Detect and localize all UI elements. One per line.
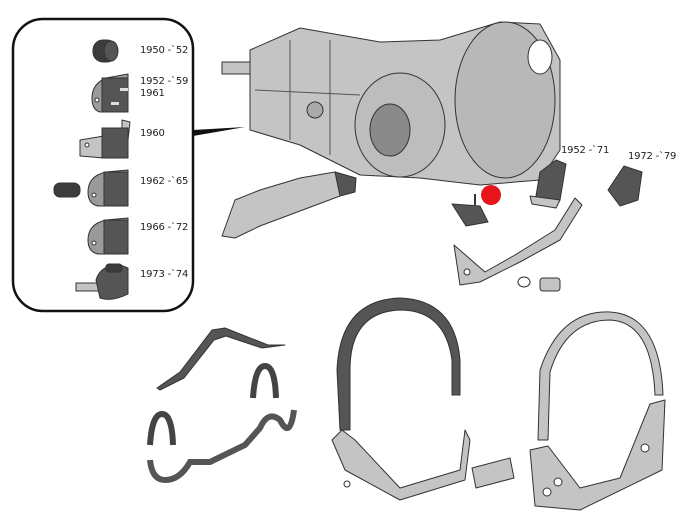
label-1966-72: 1966 -`72 xyxy=(140,222,189,233)
label-1952-59: 1952 -`59 xyxy=(140,76,189,87)
middle-loop-strap xyxy=(331,297,471,501)
inset-frame xyxy=(11,17,195,313)
mount-1960 xyxy=(79,119,131,159)
mount-1950-52 xyxy=(92,39,119,63)
inset-pointer-arrow xyxy=(193,127,245,136)
label-1960: 1960 xyxy=(140,128,165,139)
label-1972-79: 1972 -`79 xyxy=(628,151,677,162)
mount-1973-74 xyxy=(75,263,129,300)
center-mount xyxy=(451,194,489,227)
front-cradle-bracket xyxy=(221,171,357,239)
mount-1952-71 xyxy=(529,159,567,209)
label-1952-71: 1952 -`71 xyxy=(561,145,610,156)
label-1961: 1961 xyxy=(140,88,165,99)
right-loop-strap xyxy=(529,311,666,511)
mount-1962-65 xyxy=(53,169,129,207)
small-bracket-plate xyxy=(471,457,515,489)
transmission-housing xyxy=(221,21,561,186)
mount-1972-79 xyxy=(607,165,643,207)
label-1950-52: 1950 -`52 xyxy=(140,45,189,56)
mount-1966-72 xyxy=(87,217,129,255)
label-1962-65: 1962 -`65 xyxy=(140,176,189,187)
label-1973-74: 1973 -`74 xyxy=(140,269,189,280)
small-straps-set xyxy=(147,327,297,484)
side-support-strap xyxy=(453,197,583,292)
mount-1952-59 xyxy=(91,73,129,113)
red-marker-dot xyxy=(481,185,501,205)
